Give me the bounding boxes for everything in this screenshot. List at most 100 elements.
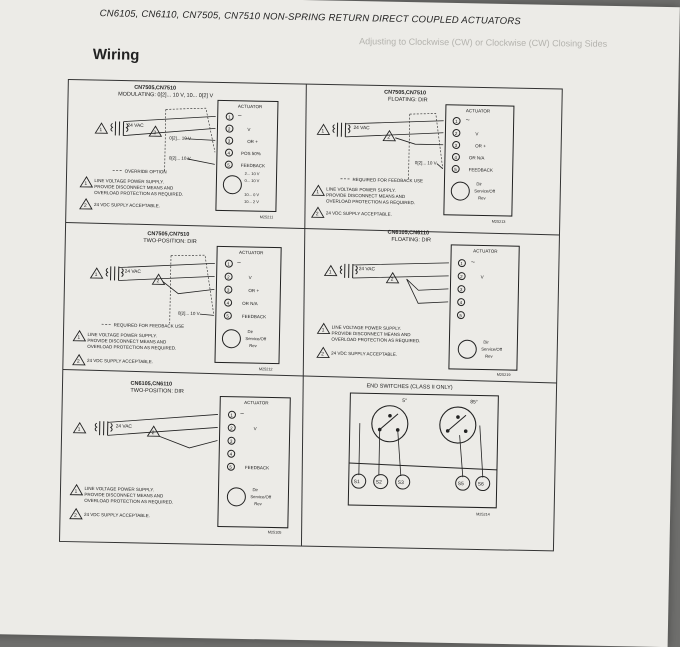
svg-text:4: 4 [230,452,233,457]
svg-text:1: 1 [455,119,458,124]
svg-text:0[2]... 10 V: 0[2]... 10 V [169,155,191,160]
panel-end-switches: END SWITCHES (CLASS II ONLY) 5° 85° S1 S… [348,383,498,517]
svg-text:5: 5 [226,314,229,319]
svg-text:24 VAC: 24 VAC [125,269,142,275]
svg-text:10... 0 V: 10... 0 V [244,192,259,197]
svg-text:24 VAC: 24 VAC [127,123,144,129]
svg-text:FEEDBACK: FEEDBACK [469,167,493,172]
svg-text:3: 3 [455,143,458,148]
panel-modulating: CN7505,CN7510 MODULATING: 0[2]... 10 V, … [80,84,278,220]
svg-text:~: ~ [237,260,241,267]
svg-text:1: 1 [95,272,98,278]
svg-text:2: 2 [455,131,458,136]
svg-text:0[2]... 10 V: 0[2]... 10 V [415,160,437,165]
svg-text:OR N/A: OR N/A [469,155,485,160]
svg-text:Rev: Rev [249,343,257,348]
svg-text:M25105: M25105 [268,530,282,534]
svg-text:OR +: OR + [248,288,259,293]
end-switch-85 [439,407,476,444]
svg-text:Dir: Dir [248,329,254,334]
svg-text:1: 1 [84,181,87,187]
svg-text:2: 2 [84,203,87,209]
svg-text:Dir: Dir [476,181,482,186]
term-v: V [247,127,250,132]
svg-text:FEEDBACK: FEEDBACK [245,465,269,470]
svg-text:2: 2 [460,274,463,279]
svg-text:Service/Off: Service/Off [474,188,496,193]
svg-text:5: 5 [227,163,230,168]
svg-text:4: 4 [227,301,230,306]
panel-two-position-6105: CN6105,CN6110 TWO-POSITION: DIR ACTUATOR… [70,380,291,535]
svg-text:2: 2 [391,277,394,283]
override-option: OVERRIDE OPTION [125,169,167,175]
svg-text:CN7505,CN7510: CN7505,CN7510 [384,90,426,97]
frame-divider [297,84,310,546]
svg-text:OVERLOAD PROTECTION AS REQUIRE: OVERLOAD PROTECTION AS REQUIRED. [331,337,420,344]
frame-divider [66,222,560,234]
svg-text:~: ~ [471,259,475,266]
term-feedback: FEEDBACK [241,163,265,168]
svg-text:OVERLOAD PROTECTION AS REQUIRE: OVERLOAD PROTECTION AS REQUIRED. [84,498,173,505]
svg-text:2... 10 V: 2... 10 V [245,171,260,176]
svg-text:REQUIRED FOR FEEDBACK USE: REQUIRED FOR FEEDBACK USE [352,177,423,183]
svg-text:Service/Off: Service/Off [245,336,267,341]
svg-text:TWO-POSITION: DIR: TWO-POSITION: DIR [143,238,197,245]
svg-text:2: 2 [228,127,231,132]
svg-text:4: 4 [460,300,463,305]
svg-text:1: 1 [77,335,80,341]
svg-text:OR N/A: OR N/A [242,301,258,306]
svg-text:10... 2 V: 10... 2 V [244,199,259,204]
svg-text:1: 1 [227,262,230,267]
svg-text:ACTUATOR: ACTUATOR [466,108,491,113]
svg-text:24 VDC SUPPLY ACCEPTABLE.: 24 VDC SUPPLY ACCEPTABLE. [331,351,397,357]
svg-text:FLOATING: DIR: FLOATING: DIR [388,97,428,104]
svg-text:S5: S5 [458,481,464,487]
svg-text:CN6105,CN6110: CN6105,CN6110 [387,230,429,237]
svg-text:END SWITCHES (CLASS II ONLY): END SWITCHES (CLASS II ONLY) [366,383,452,391]
svg-text:1: 1 [74,489,77,495]
svg-text:~: ~ [240,411,244,418]
photo-page: CN6105, CN6110, CN7505, CN7510 NON-SPRIN… [0,0,680,612]
svg-text:24 VAC: 24 VAC [116,423,133,429]
actuator-label: ACTUATOR [238,104,263,109]
svg-text:1: 1 [230,413,233,418]
svg-text:0[2]... 10 V: 0[2]... 10 V [178,311,200,316]
svg-text:ACTUATOR: ACTUATOR [239,250,264,255]
svg-text:S3: S3 [398,480,404,486]
svg-text:24 VAC: 24 VAC [359,266,376,272]
svg-text:M25213: M25213 [492,220,506,224]
panel-subtitle: MODULATING: 0[2]... 10 V, 10... 0[2] V [118,91,213,99]
term-ccw: OR + [247,139,258,144]
svg-text:85°: 85° [470,399,478,405]
svg-text:CN7505,CN7510: CN7505,CN7510 [147,231,189,238]
svg-text:CN6105,CN6110: CN6105,CN6110 [130,381,172,388]
svg-text:5: 5 [454,167,457,172]
svg-text:M25214: M25214 [476,512,490,516]
svg-text:V: V [254,426,257,431]
svg-text:2: 2 [77,359,80,365]
svg-text:3: 3 [230,439,233,444]
svg-text:4: 4 [454,155,457,160]
svg-text:2: 2 [316,211,319,217]
mode-dial [223,176,241,194]
panel-floating-6105: CN6105,CN6110 FLOATING: DIR ACTUATOR 1 2… [317,228,520,377]
svg-text:Service/Off: Service/Off [250,494,272,499]
svg-text:~: ~ [238,113,242,120]
svg-text:Rev: Rev [254,501,262,506]
svg-text:S6: S6 [478,481,484,487]
svg-text:5: 5 [229,465,232,470]
svg-text:5°: 5° [402,398,407,404]
svg-text:V: V [475,131,478,136]
svg-text:2: 2 [321,351,324,357]
svg-text:4: 4 [227,151,230,156]
svg-text:V: V [249,275,252,280]
svg-text:1: 1 [460,261,463,266]
svg-text:3: 3 [460,287,463,292]
svg-text:Rev: Rev [478,195,486,200]
svg-text:ACTUATOR: ACTUATOR [244,400,269,405]
svg-text:2: 2 [227,275,230,280]
svg-text:3: 3 [228,139,231,144]
svg-text:3: 3 [227,288,230,293]
svg-text:TWO-POSITION: DIR: TWO-POSITION: DIR [130,388,184,395]
svg-text:2: 2 [387,135,390,141]
